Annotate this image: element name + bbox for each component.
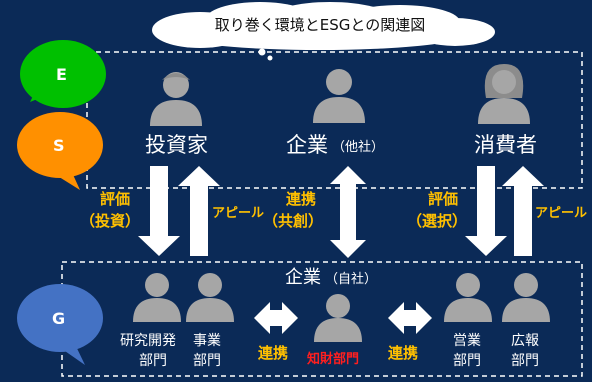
left-link-label: 連携 xyxy=(258,344,289,362)
pr-dept-person-icon xyxy=(502,273,550,322)
rd-dept-person-icon xyxy=(133,273,181,322)
sales-dept-person-icon xyxy=(444,273,492,322)
right-eval-label: 評価 xyxy=(428,190,459,208)
pr-dept-label-line1: 広報 xyxy=(511,333,539,349)
biz-dept-label-line2: 部門 xyxy=(193,353,221,369)
biz-dept-person-icon xyxy=(186,273,234,322)
right-horizontal-double-arrow-icon xyxy=(388,302,432,334)
external-company-sub-label: （他社） xyxy=(332,140,385,155)
right-up-arrow-icon xyxy=(502,166,544,256)
left-eval-label: 評価 xyxy=(100,190,131,208)
s-badge-label: S xyxy=(53,136,65,155)
consumer-label: 消費者 xyxy=(474,133,537,157)
right-link-label: 連携 xyxy=(388,344,419,362)
left-horizontal-double-arrow-icon xyxy=(254,302,298,334)
biz-dept-label-line1: 事業 xyxy=(193,333,221,349)
left-appeal-label: アピール xyxy=(212,206,265,221)
g-badge-label: G xyxy=(52,309,66,328)
left-up-arrow-icon xyxy=(178,166,220,256)
ip-dept-person-icon xyxy=(314,294,362,342)
external-dashed-box xyxy=(86,51,583,189)
investor-person-icon xyxy=(150,72,202,126)
internal-company-label: 企業 xyxy=(285,267,321,288)
diagram-title: 取り巻く環境とESGとの関連図 xyxy=(214,16,426,34)
sales-dept-label-line1: 営業 xyxy=(453,333,481,349)
e-badge-icon xyxy=(20,40,106,108)
left-invest-label: （投資） xyxy=(80,212,141,230)
mid-link-label: 連携 xyxy=(286,190,317,208)
pr-dept-label-line2: 部門 xyxy=(511,353,539,369)
e-badge-label: E xyxy=(56,65,67,84)
right-select-label: （選択） xyxy=(407,212,468,230)
external-company-label: 企業 xyxy=(286,133,328,157)
right-appeal-label: アピール xyxy=(535,206,588,221)
s-badge-icon xyxy=(17,112,103,190)
company-person-icon xyxy=(313,69,365,123)
middle-double-arrow-icon xyxy=(330,166,366,258)
internal-company-sub-label: （自社） xyxy=(325,272,378,287)
rd-dept-label-line1: 研究開発 xyxy=(120,333,176,349)
ip-dept-label: 知財部門 xyxy=(307,352,360,367)
consumer-person-icon xyxy=(478,64,530,124)
left-down-arrow-icon xyxy=(138,166,180,256)
g-badge-icon xyxy=(17,284,103,365)
mid-cocreate-label: （共創） xyxy=(263,212,324,230)
sales-dept-label-line2: 部門 xyxy=(453,353,481,369)
cloud-icon xyxy=(152,2,495,61)
right-down-arrow-icon xyxy=(465,166,507,256)
investor-label: 投資家 xyxy=(145,133,208,157)
rd-dept-label-line2: 部門 xyxy=(139,353,167,369)
